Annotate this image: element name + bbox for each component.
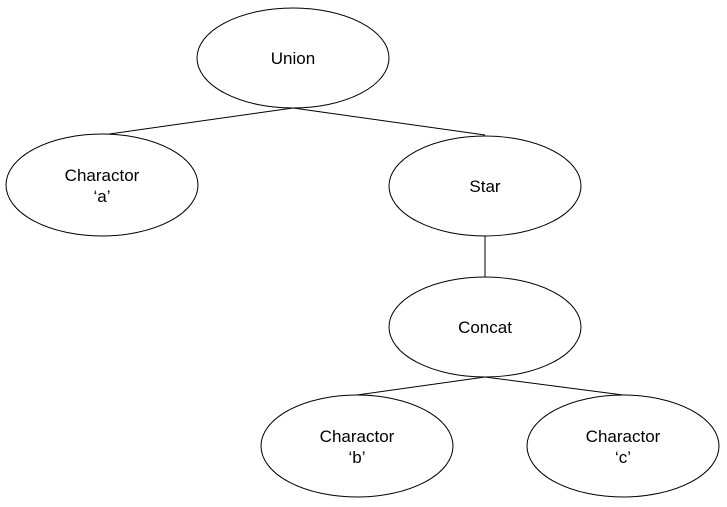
- node-union: Union: [196, 7, 390, 109]
- edge-union-to-star: [292, 107, 486, 136]
- node-charactor-c: Charactor ‘c’: [526, 394, 720, 498]
- node-charactor-c-value: ‘c’: [615, 448, 631, 467]
- node-charactor-b: Charactor ‘b’: [260, 394, 454, 498]
- node-charactor-b-label: Charactor: [320, 427, 395, 446]
- node-charactor-a-label: Charactor: [65, 166, 140, 185]
- node-charactor-b-value: ‘b’: [348, 448, 365, 467]
- node-charactor-a-value: ‘a’: [93, 187, 110, 206]
- node-charactor-a: Charactor ‘a’: [5, 133, 199, 237]
- node-charactor-c-ellipse: [526, 394, 720, 498]
- node-star-ellipse: [388, 135, 582, 237]
- node-charactor-a-ellipse: [5, 133, 199, 237]
- node-concat-ellipse: [388, 276, 582, 378]
- edge-union-to-char-a: [101, 107, 294, 136]
- edge-concat-to-char-b: [356, 376, 486, 396]
- node-star-label: Star: [469, 177, 501, 196]
- node-charactor-c-label: Charactor: [586, 427, 661, 446]
- node-union-label: Union: [271, 49, 315, 68]
- node-concat-label: Concat: [458, 318, 512, 337]
- node-concat: Concat: [388, 276, 582, 378]
- edge-concat-to-char-c: [484, 376, 624, 396]
- node-star: Star: [388, 135, 582, 237]
- node-charactor-b-ellipse: [260, 394, 454, 498]
- node-union-ellipse: [196, 7, 390, 109]
- edges: [101, 107, 624, 396]
